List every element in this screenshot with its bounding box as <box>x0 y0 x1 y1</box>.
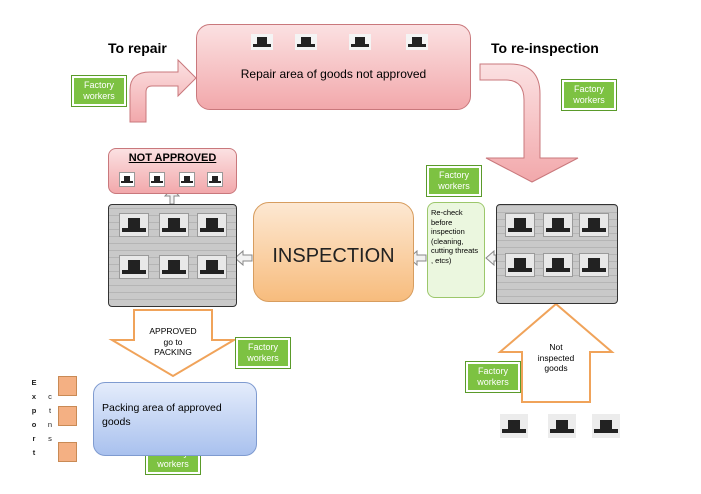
carton-icon <box>58 442 77 462</box>
carton-icon <box>58 376 77 396</box>
approved-goods-panel <box>108 204 237 307</box>
to-repair-heading: To repair <box>108 40 167 56</box>
approved-line: go to <box>163 336 183 347</box>
not-inspected-label: Not inspected goods <box>528 342 584 374</box>
incoming-goods-panel <box>496 204 618 304</box>
hat-icon <box>579 213 609 237</box>
inspection-label: INSPECTION <box>272 245 395 267</box>
not-approved-box: NOT APPROVED <box>108 148 237 194</box>
packing-area-box: Packing area of approved goods <box>93 382 257 456</box>
panel-to-recheck-arrow <box>485 249 497 267</box>
repair-area-box: Repair area of goods not approved <box>196 24 471 110</box>
hat-icon <box>197 255 227 279</box>
ctns-letter: n <box>47 420 53 429</box>
hat-icon <box>543 253 573 277</box>
hat-icon <box>159 213 189 237</box>
hat-icon <box>505 213 535 237</box>
hat-icon <box>179 172 195 187</box>
to-repair-arrow <box>129 58 197 123</box>
not-inspected-up-arrow <box>497 302 615 403</box>
not-inspected-line: goods <box>544 363 568 373</box>
export-letter: x <box>31 392 37 401</box>
approved-down-arrow <box>108 309 238 378</box>
hat-icon <box>500 414 528 438</box>
hat-icon <box>119 172 135 187</box>
export-letter: r <box>32 434 36 443</box>
factory-workers-badge: Factory workers <box>71 75 127 107</box>
hat-icon <box>251 34 273 50</box>
approved-line: PACKING <box>154 347 192 357</box>
hat-icon <box>349 34 371 50</box>
carton-icon <box>58 406 77 426</box>
repair-area-label: Repair area of goods not approved <box>240 67 427 81</box>
hat-icon <box>505 253 535 277</box>
ctns-letter: t <box>48 406 52 415</box>
hat-icon <box>295 34 317 50</box>
factory-workers-badge: Factory workers <box>426 165 482 197</box>
export-letter: p <box>31 406 37 415</box>
to-reinspection-heading: To re-inspection <box>491 40 599 56</box>
hat-icon <box>592 414 620 438</box>
hat-icon <box>149 172 165 187</box>
export-letter: o <box>31 420 37 429</box>
to-reinspection-arrow <box>479 63 579 183</box>
not-inspected-line: Not <box>549 342 563 352</box>
ctns-letter: c <box>48 392 52 401</box>
hat-icon <box>197 213 227 237</box>
hat-icon <box>548 414 576 438</box>
hat-icon <box>579 253 609 277</box>
not-inspected-line: inspected <box>537 352 575 363</box>
hat-icon <box>159 255 189 279</box>
factory-workers-badge: Factory workers <box>235 337 291 369</box>
hat-icon <box>406 34 428 50</box>
hat-icon <box>543 213 573 237</box>
inspection-to-approved-arrow <box>234 249 253 267</box>
hat-icon <box>119 255 149 279</box>
approved-label: APPROVED go to PACKING <box>140 326 206 358</box>
inspection-box: INSPECTION <box>253 202 414 302</box>
hat-icon <box>207 172 223 187</box>
hat-icon <box>119 213 149 237</box>
export-letter: E <box>31 378 37 387</box>
approved-line: APPROVED <box>149 326 197 336</box>
not-approved-label: NOT APPROVED <box>128 152 217 164</box>
factory-workers-badge: Factory workers <box>465 361 521 393</box>
export-letter: t <box>32 448 36 457</box>
recheck-box: Re-check before inspection (cleaning, cu… <box>427 202 485 298</box>
factory-workers-badge: Factory workers <box>561 79 617 111</box>
ctns-letter: s <box>48 434 52 443</box>
